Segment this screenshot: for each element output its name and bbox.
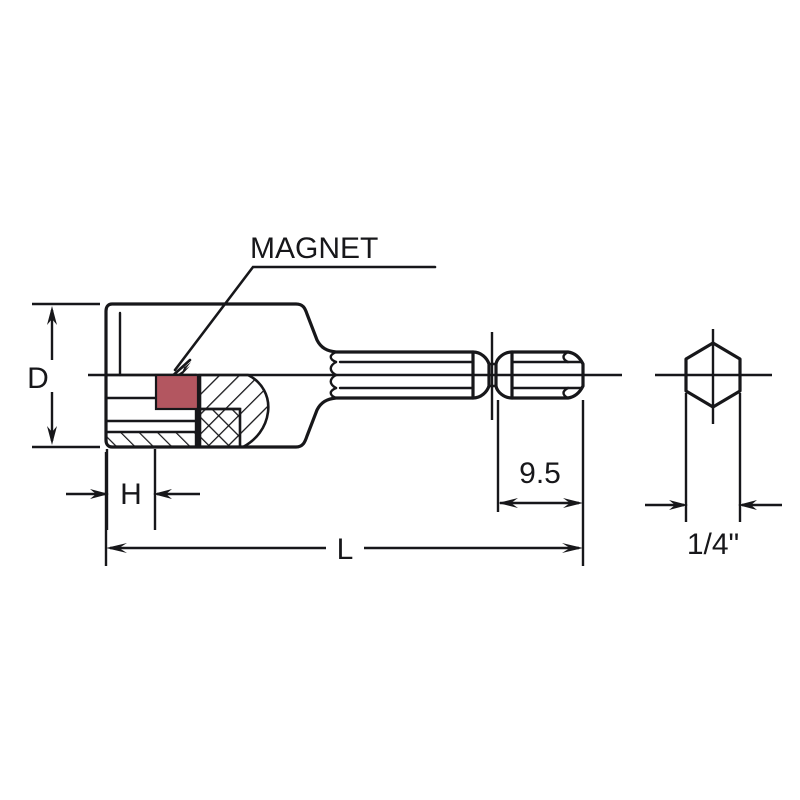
- D-arrow-bottom: [47, 426, 57, 445]
- L-arrow-right: [562, 543, 583, 553]
- shank-end-dim-label: 9.5: [519, 457, 561, 490]
- hex-shank-end-shape: [684, 341, 742, 409]
- quarter-dim-label: 1/4": [687, 528, 739, 561]
- quarter-arrow-left: [669, 500, 688, 510]
- shank-end-chamfer-bottom: [562, 386, 570, 400]
- dimension-9-5: 9.5: [496, 400, 583, 512]
- socket-material-hatch-below-magnet: [196, 407, 242, 449]
- H-dim-label: H: [120, 478, 142, 511]
- hex-shank-end-view: [655, 329, 772, 424]
- magnet-block: [154, 373, 200, 411]
- shank-blend-bottom: [329, 386, 338, 400]
- shank-end-chamfer-top: [562, 350, 570, 364]
- dimension-D: D: [27, 302, 100, 449]
- L-arrow-left: [106, 543, 127, 553]
- socket-wall-hatch-group: [106, 432, 196, 447]
- D-dim-label: D: [27, 362, 49, 395]
- H-arrow-right: [153, 489, 172, 499]
- dimension-H: H: [66, 449, 200, 530]
- socket-bottom-wall-hatch: [106, 432, 196, 447]
- groove-left-profile: [471, 350, 491, 400]
- dimension-quarter-inch: 1/4": [645, 393, 782, 561]
- L-dim-label: L: [337, 533, 354, 566]
- shank-end-arrow-left: [498, 498, 518, 508]
- D-arrow-top: [47, 306, 57, 325]
- shank-blend-top-2: [329, 360, 338, 377]
- magnet-label: MAGNET: [250, 232, 378, 265]
- magnet-leader-line: [173, 265, 437, 372]
- groove-right-profile: [494, 350, 514, 400]
- shank-blend-bottom-2: [329, 373, 338, 390]
- shank-end-arrow-right: [563, 498, 583, 508]
- H-arrow-left: [90, 489, 109, 499]
- side-section-view: [104, 302, 585, 449]
- shank-blend-top: [329, 350, 338, 364]
- quarter-arrow-right: [738, 500, 757, 510]
- dimension-L: L: [104, 400, 585, 566]
- shank-end-outline: [510, 350, 585, 400]
